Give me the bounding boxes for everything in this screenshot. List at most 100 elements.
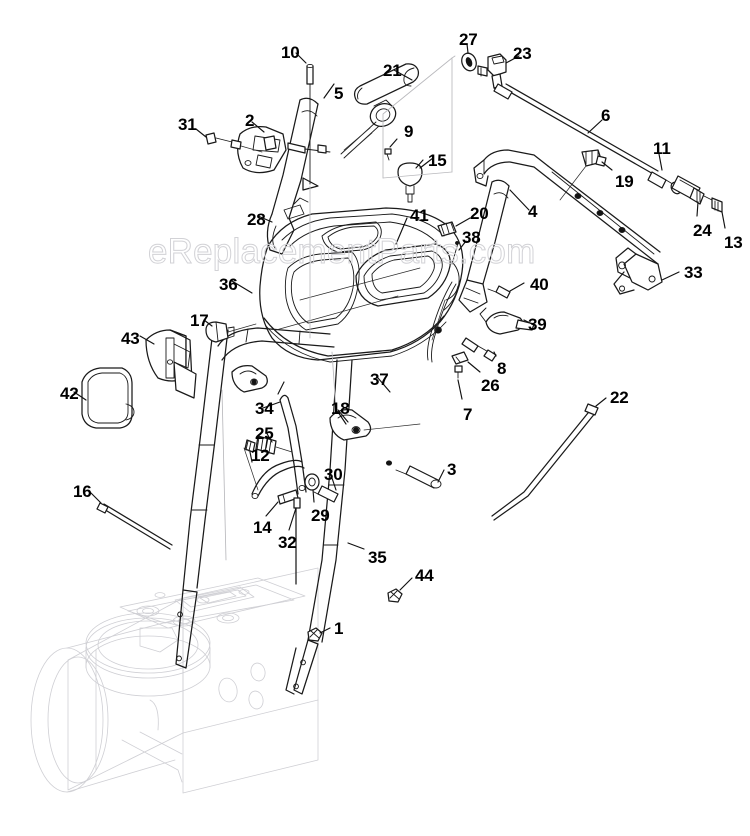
callout-2: 2 [245, 111, 255, 130]
callout-42: 42 [60, 384, 79, 403]
reference-outline-box [382, 55, 456, 179]
part-14-link [265, 489, 299, 517]
callout-26: 26 [481, 376, 500, 395]
callout-18: 18 [331, 399, 350, 418]
part-44-screw [387, 577, 413, 603]
callout-29: 29 [311, 506, 330, 525]
callout-34: 34 [255, 399, 274, 418]
callout-41: 41 [410, 206, 429, 225]
part-11-ferrule [647, 153, 677, 189]
leader-21 [393, 69, 413, 81]
callout-24: 24 [693, 221, 712, 240]
part-38-screw [451, 240, 467, 265]
part-21-grip-tube [340, 63, 420, 159]
callout-25: 25 [255, 424, 274, 443]
leader-36 [231, 280, 253, 294]
construction-line-2 [221, 389, 227, 561]
callout-11: 11 [653, 139, 671, 158]
callout-6: 6 [601, 106, 611, 125]
leader-18 [337, 409, 349, 423]
leader-35 [347, 542, 365, 550]
callout-33: 33 [684, 263, 703, 282]
callout-44: 44 [415, 566, 434, 585]
part-42-cover-pad [73, 367, 135, 429]
part-18-lever [329, 409, 421, 441]
callout-39: 39 [528, 315, 547, 334]
callout-17: 17 [190, 311, 209, 330]
part-13-nut [703, 195, 726, 229]
callout-21: 21 [383, 61, 402, 80]
part-29-pivot [304, 473, 320, 503]
callout-16: 16 [73, 482, 92, 501]
callout-14: 14 [253, 518, 272, 537]
callout-43: 43 [121, 329, 140, 348]
part-34-linkage-rod [277, 381, 307, 495]
leader-37 [377, 377, 391, 393]
leader-34 [262, 401, 281, 409]
callout-22: 22 [610, 388, 629, 407]
callout-19: 19 [615, 172, 634, 191]
callout-36: 36 [219, 275, 238, 294]
leader-28 [257, 215, 273, 223]
part-19-clamp [559, 149, 613, 201]
callout-28: 28 [247, 210, 266, 229]
callout-31: 31 [178, 115, 197, 134]
handle-mid-lever [231, 365, 268, 393]
part-40-screw [487, 282, 525, 299]
part-33-side-rail [473, 149, 680, 295]
part-20-knob-nut [437, 217, 471, 237]
lower-linkage-bar [243, 447, 305, 500]
callout-20: 20 [470, 204, 489, 223]
callout-35: 35 [368, 548, 387, 567]
callout-7: 7 [463, 405, 473, 424]
part-1-screw [307, 627, 331, 642]
part-39-lever [479, 307, 535, 335]
callout-4: 4 [528, 202, 538, 221]
callout-30: 30 [324, 465, 343, 484]
leader-4 [509, 189, 530, 211]
callout-15: 15 [428, 151, 447, 170]
upper-handle-bars [266, 97, 510, 313]
part-24-bushing [671, 175, 705, 217]
callout-12: 12 [251, 446, 270, 465]
part-10-pin [295, 52, 319, 191]
callout-13: 13 [724, 233, 743, 252]
callout-37: 37 [370, 370, 389, 389]
part-9-fastener [384, 138, 398, 161]
part-6-control-rod [493, 83, 659, 176]
part-22-long-rod [491, 397, 607, 521]
leader-25 [265, 431, 273, 443]
part-31-pin [195, 128, 263, 153]
leader-15 [419, 157, 434, 169]
part-8-bolt [461, 337, 497, 362]
part-15-knob [397, 159, 424, 203]
part-7-nut [454, 365, 463, 400]
leader-41 [395, 217, 408, 245]
console-dash-panel [259, 197, 464, 363]
part-12-nut [244, 439, 256, 463]
part-23-cable-fitting [487, 53, 520, 96]
part-27-nut [477, 65, 488, 77]
part-25-spring [255, 435, 293, 455]
part-32-rod [288, 497, 301, 585]
callout-27: 27 [459, 30, 478, 49]
leader-5 [323, 83, 335, 99]
callout-9: 9 [404, 122, 414, 141]
part-30-bolt [313, 471, 339, 503]
callout-8: 8 [497, 359, 507, 378]
ghost-auger-housing [30, 567, 319, 794]
part-43-guard-bracket [139, 329, 197, 399]
callout-5: 5 [334, 84, 344, 103]
callout-3: 3 [447, 460, 457, 479]
callout-40: 40 [530, 275, 549, 294]
part-3-bolt [385, 460, 445, 489]
part-17-cap [203, 319, 257, 343]
callout-1: 1 [334, 619, 344, 638]
part-2-hinge-bracket [236, 121, 331, 174]
callout-38: 38 [462, 228, 481, 247]
part-27-grommet [461, 43, 477, 72]
callout-10: 10 [281, 43, 300, 62]
construction-line-3 [331, 351, 337, 411]
